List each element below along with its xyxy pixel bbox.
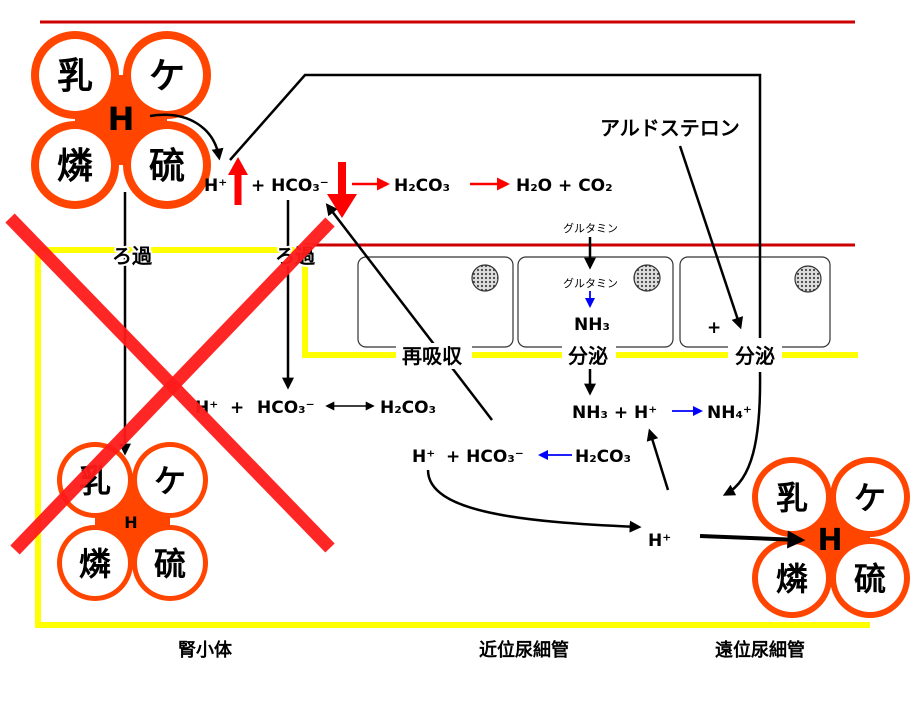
acid-lactic: 乳 bbox=[57, 56, 93, 97]
acid-phosphoric: 燐 bbox=[776, 560, 808, 598]
h-to-ammonia-arrow bbox=[646, 428, 670, 491]
label-background bbox=[396, 343, 472, 369]
blood-bicarbonate: + HCO₃⁻ bbox=[251, 176, 329, 196]
acid-cluster-filtered: 乳 ケ 燐 硫 H bbox=[57, 442, 208, 601]
acid-sulfuric: 硫 bbox=[854, 560, 886, 598]
acid-cluster-blood: 乳 ケ 燐 硫 H bbox=[31, 31, 211, 209]
acid-ketone: ケ bbox=[854, 479, 886, 517]
acid-circle bbox=[62, 530, 128, 596]
cluster-hydrogen: H bbox=[817, 523, 842, 558]
cell-nucleus bbox=[471, 264, 499, 292]
secreted-h-ion: H⁺ bbox=[648, 531, 671, 551]
filtrate-bicarbonate: HCO₃⁻ bbox=[257, 398, 315, 418]
cross-out-mark bbox=[5, 213, 335, 555]
acid-circle bbox=[62, 447, 128, 513]
acid-circle bbox=[39, 39, 111, 111]
h-excretion-arrow bbox=[699, 530, 806, 549]
label-background bbox=[562, 343, 616, 369]
aldosterone-arrow bbox=[678, 145, 744, 330]
h-ion-secretion-arrow bbox=[426, 469, 642, 533]
aldosterone-label: アルドステロン bbox=[600, 116, 740, 140]
h-secretion-path-line bbox=[229, 73, 762, 338]
glutamine-inside-label: グルタミン bbox=[563, 276, 618, 290]
acid-circle bbox=[137, 447, 203, 513]
filtrate-plus: + bbox=[230, 398, 244, 418]
ammonia-in-cell: NH₃ bbox=[574, 315, 610, 335]
ammonium-product: NH₄⁺ bbox=[707, 403, 752, 423]
filtration-label-left: ろ過 bbox=[112, 244, 153, 268]
acid-sulfuric: 硫 bbox=[149, 146, 185, 187]
distal-secretion-arrow bbox=[722, 371, 762, 496]
tubule-h-ion: H⁺ bbox=[412, 447, 435, 467]
glutamine-outside-label: グルタミン bbox=[563, 221, 618, 235]
h-release-arrow bbox=[149, 113, 224, 161]
acid-circle bbox=[131, 129, 203, 201]
blood-reaction-products: H₂O + CO₂ bbox=[516, 176, 613, 196]
label-background bbox=[728, 343, 782, 369]
cluster-hydrogen: H bbox=[124, 513, 137, 532]
acid-phosphoric: 燐 bbox=[79, 545, 111, 583]
reabsorption-label: 再吸収 bbox=[402, 344, 463, 368]
acid-circle bbox=[758, 463, 826, 531]
tubule-carbonic-acid: H₂CO₃ bbox=[575, 447, 631, 467]
acid-circle bbox=[137, 530, 203, 596]
ammonium-reactants: NH₃ + H⁺ bbox=[572, 403, 657, 423]
blood-h-ion: H⁺ bbox=[204, 176, 227, 196]
h-increase-arrow bbox=[228, 157, 248, 205]
aldosterone-effect: + bbox=[707, 318, 721, 338]
bicarbonate-decrease-arrow bbox=[327, 162, 357, 218]
cell-nucleus bbox=[794, 265, 822, 293]
segment-distal-tubule: 遠位尿細管 bbox=[715, 639, 805, 661]
acid-phosphoric: 燐 bbox=[57, 146, 93, 187]
acid-circle bbox=[836, 544, 904, 612]
corpuscle-boundary bbox=[35, 250, 870, 628]
blood-carbonic-acid: H₂CO₃ bbox=[394, 176, 450, 196]
acid-cluster-excreted: 乳 ケ 燐 硫 H bbox=[752, 457, 910, 618]
acid-circle bbox=[758, 544, 826, 612]
acid-circle bbox=[39, 129, 111, 201]
acid-lactic: 乳 bbox=[776, 479, 808, 517]
cell-nucleus bbox=[633, 264, 661, 292]
tubule-bicarbonate: + HCO₃⁻ bbox=[446, 447, 524, 467]
acid-circle bbox=[836, 463, 904, 531]
segment-renal-corpuscle: 腎小体 bbox=[178, 639, 233, 661]
secretion-distal-label: 分泌 bbox=[735, 344, 775, 368]
cluster-hydrogen: H bbox=[108, 100, 135, 138]
acid-ketone: ケ bbox=[149, 56, 185, 97]
secretion-proximal-label: 分泌 bbox=[568, 344, 608, 368]
segment-proximal-tubule: 近位尿細管 bbox=[479, 639, 569, 661]
acid-sulfuric: 硫 bbox=[154, 545, 186, 583]
filtrate-carbonic-acid: H₂CO₃ bbox=[380, 398, 436, 418]
proximal-cell-1 bbox=[357, 256, 514, 348]
distal-cell bbox=[679, 256, 831, 348]
acid-circle bbox=[131, 39, 203, 111]
acid-ketone: ケ bbox=[154, 462, 186, 500]
bicarbonate-reabsorption-arrow bbox=[325, 203, 493, 421]
cross-stroke bbox=[10, 217, 335, 555]
